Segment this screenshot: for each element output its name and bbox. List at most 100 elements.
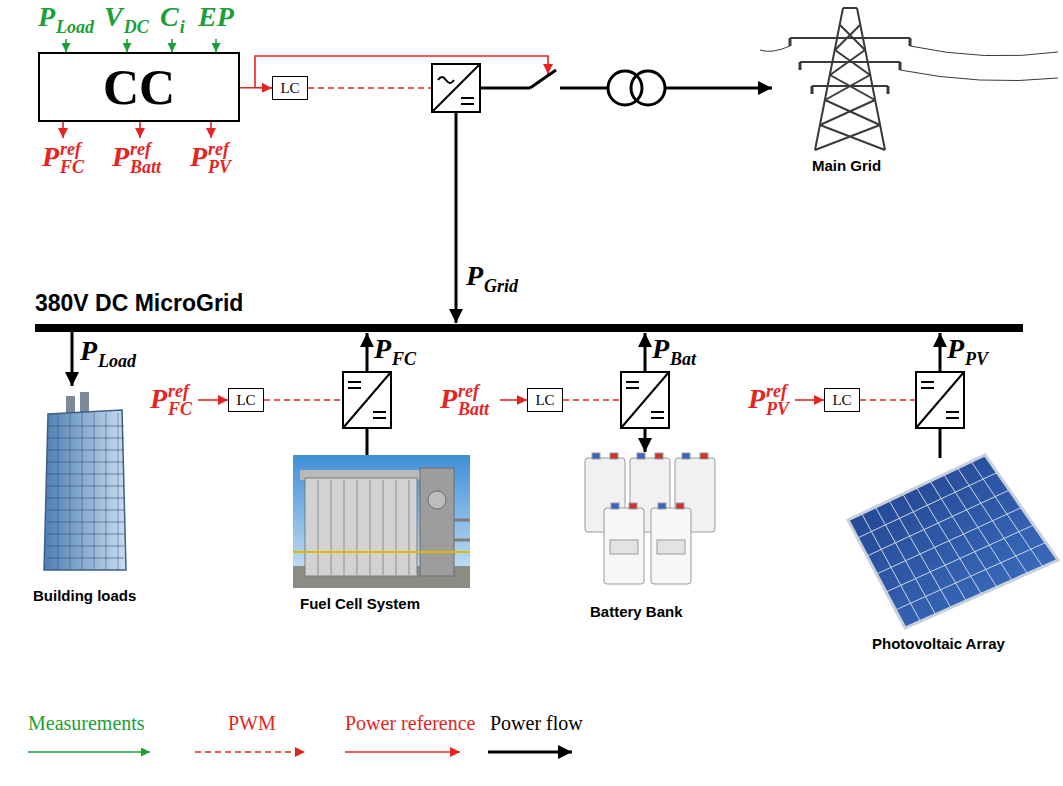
symbol-subscript: PV <box>965 350 988 368</box>
symbol-subscript: DC <box>124 18 149 36</box>
legend-label: Power flow <box>490 713 583 733</box>
symbol-subscript: Batt <box>130 158 161 176</box>
measurement-arrows <box>66 39 216 52</box>
image-caption: Battery Bank <box>590 604 683 619</box>
bus-label: 380V DC MicroGrid <box>35 292 243 315</box>
symbol-subscript: FC <box>60 158 84 176</box>
central-controller-box: CC <box>38 52 240 122</box>
symbol-superscript: ref <box>458 382 479 400</box>
symbol-letter: P <box>652 335 669 363</box>
window-line <box>47 438 124 439</box>
symbol-subscript: Bat <box>670 350 696 368</box>
window-line <box>106 413 107 570</box>
symbol-letter: P <box>38 3 55 31</box>
symbol-letter: C <box>160 3 179 31</box>
window-line <box>82 413 83 570</box>
signal-symbol: PPVref <box>748 385 765 413</box>
symbol-subscript: Batt <box>458 400 489 418</box>
symbol-letter: P <box>466 262 483 290</box>
symbol-letter: P <box>947 335 964 363</box>
symbol-subscript: PV <box>208 158 231 176</box>
panel-grid-line <box>903 494 966 601</box>
window-line <box>47 426 124 427</box>
symbol-letter: P <box>80 337 97 365</box>
legend-label: PWM <box>228 713 276 733</box>
legend-label: Power reference <box>345 713 475 733</box>
symbol-subscript: Load <box>98 352 136 370</box>
panel-grid-line <box>971 462 1042 567</box>
signal-symbol: PLoad <box>80 337 97 365</box>
transmission-tower <box>760 8 1058 150</box>
dc-dc-converter <box>621 372 669 428</box>
legend-label: Measurements <box>28 713 145 733</box>
signal-symbol: PBattref <box>440 385 457 413</box>
symbol-subscript: PV <box>766 400 789 418</box>
signal-symbol: PFCref <box>42 143 59 171</box>
signal-symbol: PPV <box>947 335 964 363</box>
symbol-letter: P <box>112 143 129 171</box>
power-reference-arrow <box>240 87 272 89</box>
signal-symbol: PBattref <box>112 143 129 171</box>
image-caption: Fuel Cell System <box>300 596 420 611</box>
fuel-cell-illustration <box>293 455 470 588</box>
signal-symbol: EP <box>198 3 234 31</box>
symbol-letter: P <box>748 385 765 413</box>
symbol-letter: P <box>42 143 59 171</box>
symbol-superscript: ref <box>766 382 787 400</box>
panel-grid-line <box>930 481 997 587</box>
symbol-superscript: ref <box>60 140 81 158</box>
panel-grid-line <box>889 501 951 608</box>
symbol-subscript: Load <box>56 18 94 36</box>
window-line <box>47 462 124 463</box>
window-line <box>47 546 124 547</box>
transformer-symbol <box>631 71 665 105</box>
symbol-subscript: FC <box>392 350 416 368</box>
signal-symbol: PGrid <box>466 262 483 290</box>
panel-grid-line <box>917 488 982 595</box>
local-controller-box: LC <box>527 388 563 412</box>
panel-grid-line <box>958 468 1028 574</box>
window-line <box>47 534 124 535</box>
dc-bus-bar <box>35 324 1023 332</box>
local-controller-box: LC <box>272 76 308 100</box>
signal-symbol: PFC <box>374 335 391 363</box>
symbol-superscript: ref <box>168 382 189 400</box>
symbol-letter: EP <box>198 3 234 31</box>
signal-symbol: PPVref <box>190 143 207 171</box>
power-flow-lines <box>72 70 940 458</box>
window-line <box>47 558 124 559</box>
signal-symbol: VDC <box>104 3 123 31</box>
controller-label: LC <box>236 393 255 408</box>
symbol-letter: P <box>440 385 457 413</box>
photovoltaic-panel-illustration <box>848 455 1058 628</box>
symbol-letter: P <box>190 143 207 171</box>
signal-symbol: PBat <box>652 335 669 363</box>
window-line <box>118 413 119 570</box>
window-line <box>47 450 124 451</box>
symbol-superscript: ref <box>130 140 151 158</box>
signal-symbol: Ci <box>160 3 179 31</box>
window-line <box>47 498 124 499</box>
image-caption: Photovoltaic Array <box>872 636 1005 651</box>
window-line <box>58 413 59 570</box>
symbol-letter: P <box>374 335 391 363</box>
window-line <box>47 486 124 487</box>
panel-grid-line <box>875 507 935 614</box>
window-line <box>47 510 124 511</box>
window-line <box>94 413 95 570</box>
symbol-letter: V <box>104 3 123 31</box>
dc-dc-converter <box>343 372 391 428</box>
battery-bank-illustration <box>585 453 715 584</box>
legend-samples <box>28 752 572 753</box>
signal-symbol: PLoad <box>38 3 55 31</box>
controller-label: LC <box>280 81 299 96</box>
window-line <box>70 413 71 570</box>
symbol-subscript: FC <box>168 400 192 418</box>
signal-symbol: PFCref <box>150 385 167 413</box>
switch-symbol <box>530 70 556 88</box>
symbol-superscript: ref <box>208 140 229 158</box>
controller-label: LC <box>535 393 554 408</box>
symbol-letter: P <box>150 385 167 413</box>
controller-label: CC <box>103 62 175 112</box>
